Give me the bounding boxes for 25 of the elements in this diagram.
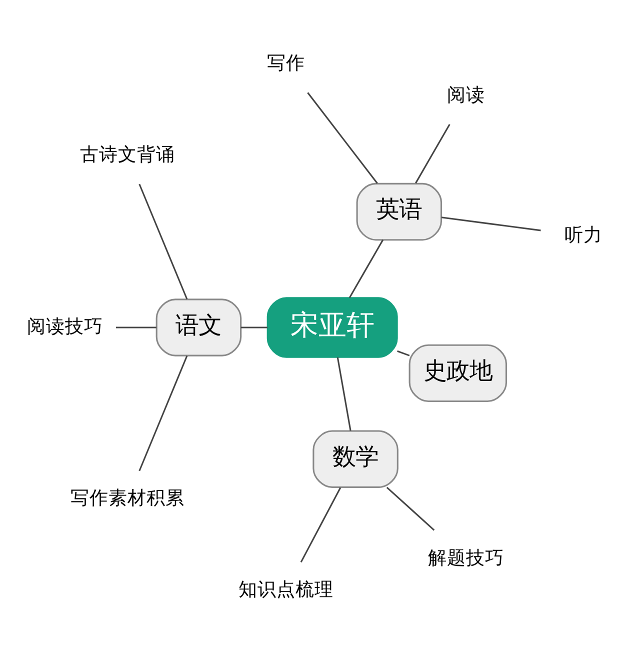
node-box: 数学 (312, 430, 398, 488)
node-text: 阅读技巧 (27, 316, 104, 337)
node-box: 史政地 (408, 344, 508, 402)
node-box: 英语 (356, 182, 442, 240)
connector (415, 123, 450, 184)
connector (138, 355, 188, 471)
connector (300, 486, 342, 562)
node-text: 阅读 (446, 84, 485, 106)
connector (307, 92, 378, 184)
node-text: 解题技巧 (428, 547, 504, 568)
node-text: 古诗文背诵 (80, 144, 176, 166)
node-text: 写作素材积累 (70, 488, 185, 509)
connector (441, 216, 541, 231)
node-box: 语文 (156, 298, 242, 356)
connector (397, 350, 410, 356)
connector (348, 239, 384, 298)
connector (386, 486, 435, 530)
connector (116, 326, 156, 328)
node-text: 写作 (266, 52, 305, 74)
connector (336, 356, 352, 430)
node-text: 知识点梳理 (238, 579, 334, 600)
node-text: 听力 (564, 224, 602, 246)
connector (240, 326, 268, 328)
node-box: 宋亚轩 (266, 296, 398, 358)
connector (138, 183, 188, 299)
